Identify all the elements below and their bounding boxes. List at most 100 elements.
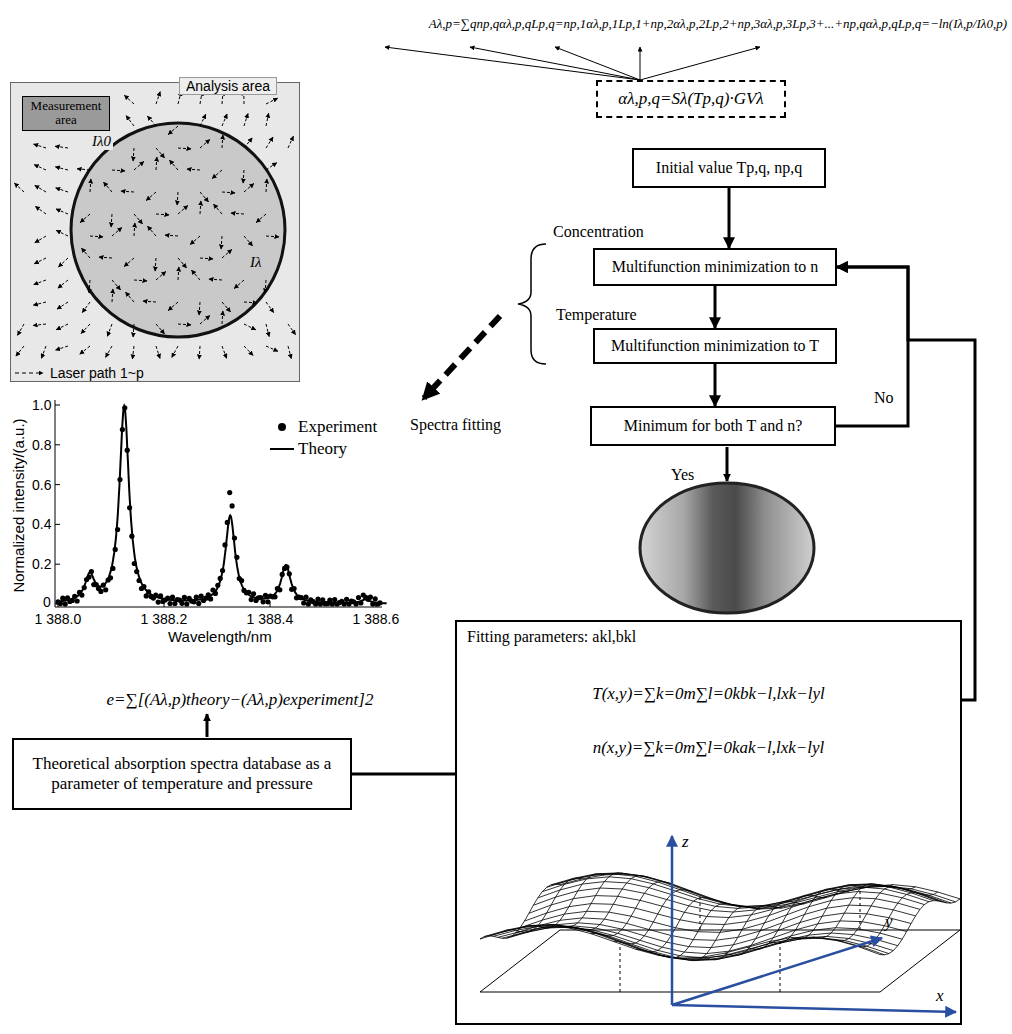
laser-path bbox=[82, 302, 90, 313]
laser-path bbox=[244, 184, 254, 193]
mesh-line bbox=[480, 926, 880, 959]
laser-path bbox=[200, 140, 210, 149]
laser-path bbox=[168, 302, 178, 311]
experiment-dot bbox=[246, 590, 251, 595]
annotation: Spectra fitting bbox=[410, 416, 501, 434]
laser-path bbox=[192, 270, 201, 280]
laser-path bbox=[55, 146, 68, 148]
experiment-dot bbox=[218, 576, 223, 581]
edge-label: No bbox=[872, 389, 896, 407]
experiment-dot bbox=[265, 599, 270, 604]
connector bbox=[714, 286, 717, 328]
spectra-plot bbox=[55, 405, 386, 606]
experiment-dot bbox=[156, 600, 161, 605]
laser-path bbox=[156, 272, 166, 281]
connector bbox=[352, 773, 455, 776]
box-heading: Fitting parameters: akl,bkl bbox=[457, 622, 960, 652]
laser-path bbox=[200, 201, 202, 214]
laser-path bbox=[81, 324, 90, 334]
base-plane bbox=[480, 930, 960, 992]
laser-path bbox=[222, 250, 232, 259]
experiment-dot bbox=[113, 547, 118, 552]
laser-path bbox=[266, 324, 269, 337]
laser-path bbox=[156, 346, 160, 358]
laser-path bbox=[56, 209, 68, 214]
laser-path bbox=[156, 324, 165, 334]
node-text: Multifunction minimization to T bbox=[611, 336, 819, 355]
branch-label: Yes bbox=[671, 466, 694, 484]
laser-path bbox=[234, 280, 244, 289]
laser-path bbox=[112, 228, 122, 237]
dashed-arrow bbox=[424, 316, 500, 398]
experiment-dot bbox=[313, 601, 318, 606]
laser-path bbox=[265, 280, 267, 293]
experiment-dot bbox=[299, 595, 304, 600]
measurement-circle bbox=[71, 123, 285, 337]
laser-path bbox=[124, 258, 134, 267]
experiment-dot bbox=[315, 596, 320, 601]
mesh-line bbox=[516, 905, 916, 940]
tick-label: 1 388.0 bbox=[35, 611, 82, 627]
laser-path bbox=[222, 302, 231, 312]
absorption-coefficient-box: αλ,p,q=Sλ(Tp,q)·GVλ bbox=[596, 80, 786, 118]
experiment-dot bbox=[79, 593, 84, 598]
laser-path bbox=[199, 302, 201, 315]
laser-path bbox=[200, 316, 210, 325]
experiment-dot bbox=[184, 601, 189, 606]
laser-path bbox=[165, 235, 178, 237]
experiment-dot bbox=[287, 571, 292, 576]
laser-path bbox=[244, 114, 248, 126]
experiment-dot bbox=[342, 601, 347, 606]
legend-text: Theory bbox=[298, 439, 347, 459]
laser-path bbox=[178, 206, 188, 215]
laser-path bbox=[35, 236, 46, 243]
laser-path bbox=[178, 148, 191, 150]
laser-path bbox=[56, 346, 68, 350]
laser-path bbox=[104, 182, 113, 192]
formula-pointers bbox=[385, 47, 760, 80]
legend-samples bbox=[15, 373, 294, 449]
mesh-line bbox=[836, 887, 916, 941]
theory-curve bbox=[58, 406, 387, 603]
laser-path bbox=[34, 144, 46, 148]
experiment-dot bbox=[213, 591, 218, 596]
measurement-area-box: Measurement area bbox=[22, 96, 110, 131]
laser-path bbox=[133, 324, 135, 337]
node-text: Multifunction minimization to n bbox=[612, 257, 819, 276]
laser-path bbox=[156, 148, 165, 158]
experiment-dot bbox=[75, 598, 80, 603]
laser-path bbox=[56, 230, 68, 236]
laser-path bbox=[231, 213, 244, 215]
mesh-line bbox=[569, 876, 649, 930]
laser-path bbox=[178, 267, 180, 280]
experiment-dot bbox=[170, 594, 175, 599]
legend-text: Experiment bbox=[298, 417, 377, 437]
experiment-dot bbox=[158, 593, 163, 598]
laser-path bbox=[18, 324, 25, 335]
experiment-dot bbox=[239, 578, 244, 583]
experiment-dot bbox=[225, 520, 230, 525]
laser-path bbox=[80, 346, 90, 354]
laser-path bbox=[56, 324, 68, 330]
laser-path bbox=[266, 179, 268, 192]
laser-path bbox=[222, 311, 224, 324]
connector bbox=[836, 267, 908, 426]
experiment-dot bbox=[251, 591, 256, 596]
laser-path bbox=[156, 92, 160, 104]
experiment-dot bbox=[98, 589, 103, 594]
legend-text: Laser path 1~p bbox=[50, 365, 144, 381]
axis-letter: x bbox=[936, 986, 944, 1006]
experiment-dot bbox=[373, 596, 378, 601]
experiment-dot bbox=[89, 569, 94, 574]
laser-path bbox=[143, 301, 156, 303]
tick-label: 1 388.2 bbox=[141, 611, 188, 627]
experiment-dot bbox=[125, 448, 130, 453]
mesh-line bbox=[747, 895, 827, 949]
laser-path bbox=[133, 148, 135, 161]
experiment-dot bbox=[230, 503, 235, 508]
experiment-dot bbox=[60, 596, 65, 601]
laser-path bbox=[121, 191, 134, 193]
laser-path bbox=[58, 280, 68, 288]
